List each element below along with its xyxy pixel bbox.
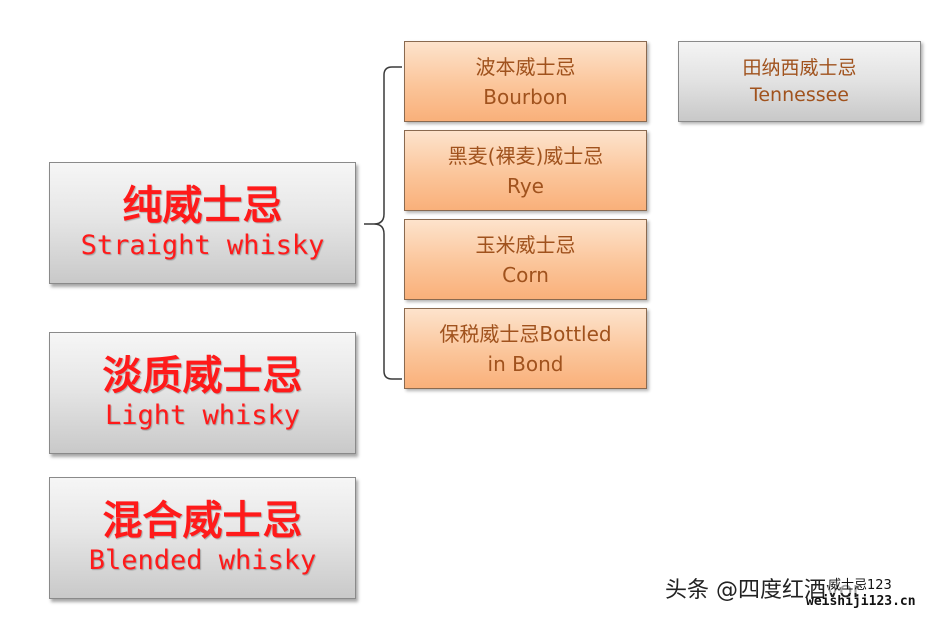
- category-light-whisky: 淡质威士忌 Light whisky: [49, 332, 356, 454]
- subtype-rye: 黑麦(裸麦)威士忌 Rye: [404, 130, 647, 211]
- watermark-small-text: 威士忌123: [828, 574, 892, 593]
- subtype-cn-label: 保税威士忌Bottled: [439, 321, 612, 346]
- watermark-url: weishiji123.cn: [806, 594, 916, 609]
- subtype-bourbon: 波本威士忌 Bourbon: [404, 41, 647, 122]
- category-en-label: Blended whisky: [88, 545, 317, 576]
- subtype-corn: 玉米威士忌 Corn: [404, 219, 647, 300]
- related-cn-label: 田纳西威士忌: [742, 56, 857, 79]
- category-straight-whisky: 纯威士忌 Straight whisky: [49, 162, 356, 284]
- subtype-cn-label: 黑麦(裸麦)威士忌: [447, 143, 604, 168]
- category-cn-label: 纯威士忌: [122, 183, 283, 229]
- category-en-label: Straight whisky: [80, 230, 325, 261]
- related-en-label: Tennessee: [749, 83, 850, 106]
- subtype-en-label: Corn: [502, 262, 549, 287]
- bracket-path: [364, 66, 402, 380]
- subtype-en-label: Bourbon: [483, 84, 568, 109]
- category-cn-label: 混合威士忌: [102, 498, 303, 544]
- category-en-label: Light whisky: [104, 400, 301, 431]
- category-blended-whisky: 混合威士忌 Blended whisky: [49, 477, 356, 599]
- related-tennessee: 田纳西威士忌 Tennessee: [678, 41, 921, 122]
- subtype-en-label: Rye: [507, 173, 544, 198]
- category-cn-label: 淡质威士忌: [102, 353, 303, 399]
- subtype-cn-label: 波本威士忌: [475, 54, 576, 79]
- subtype-bottled-in-bond: 保税威士忌Bottled in Bond: [404, 308, 647, 389]
- subtype-en-label: in Bond: [487, 351, 564, 376]
- subtype-cn-label: 玉米威士忌: [475, 232, 576, 257]
